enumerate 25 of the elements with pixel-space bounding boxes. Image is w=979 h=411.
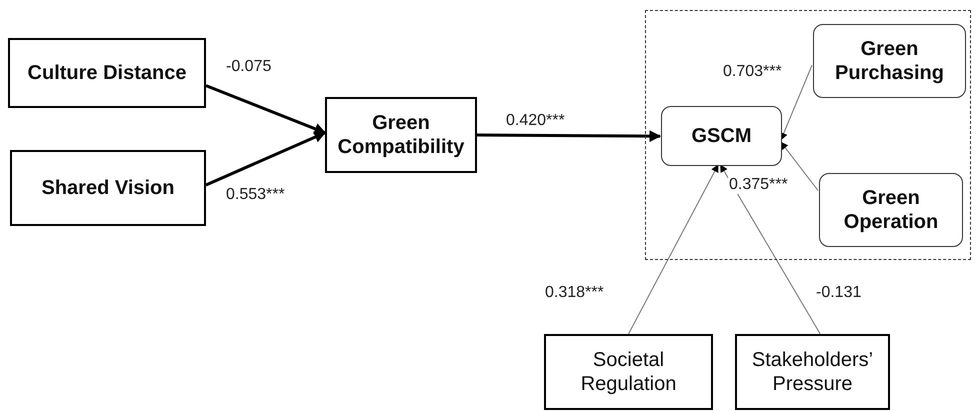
variable-box: [8, 38, 206, 108]
node-label: Green Purchasing: [834, 37, 945, 85]
node-label: GSCM: [692, 124, 752, 148]
node-label: Societal Regulation: [580, 348, 678, 396]
node-label: Stakeholders’ Pressure: [750, 348, 874, 396]
construct-box: [813, 24, 966, 98]
edge-label: 0.375***: [728, 176, 789, 194]
variable-box: [735, 334, 890, 410]
variable-box: [544, 334, 713, 410]
node-label: Shared Vision: [41, 176, 174, 200]
construct-box: [661, 106, 782, 166]
arrow: [720, 164, 821, 334]
node-label: Culture Distance: [28, 61, 186, 85]
arrow: [205, 84, 326, 134]
arrow: [780, 64, 812, 141]
arrow: [628, 164, 719, 334]
group-frame: [645, 10, 971, 260]
node-label: Green Operation: [842, 186, 940, 234]
construct-box: [819, 173, 963, 247]
arrow: [780, 142, 818, 191]
variable-box: [325, 97, 477, 173]
variable-box: [10, 150, 206, 226]
arrow: [205, 131, 326, 186]
node-label: Green Compatibility: [336, 111, 466, 159]
arrow: [476, 130, 662, 142]
